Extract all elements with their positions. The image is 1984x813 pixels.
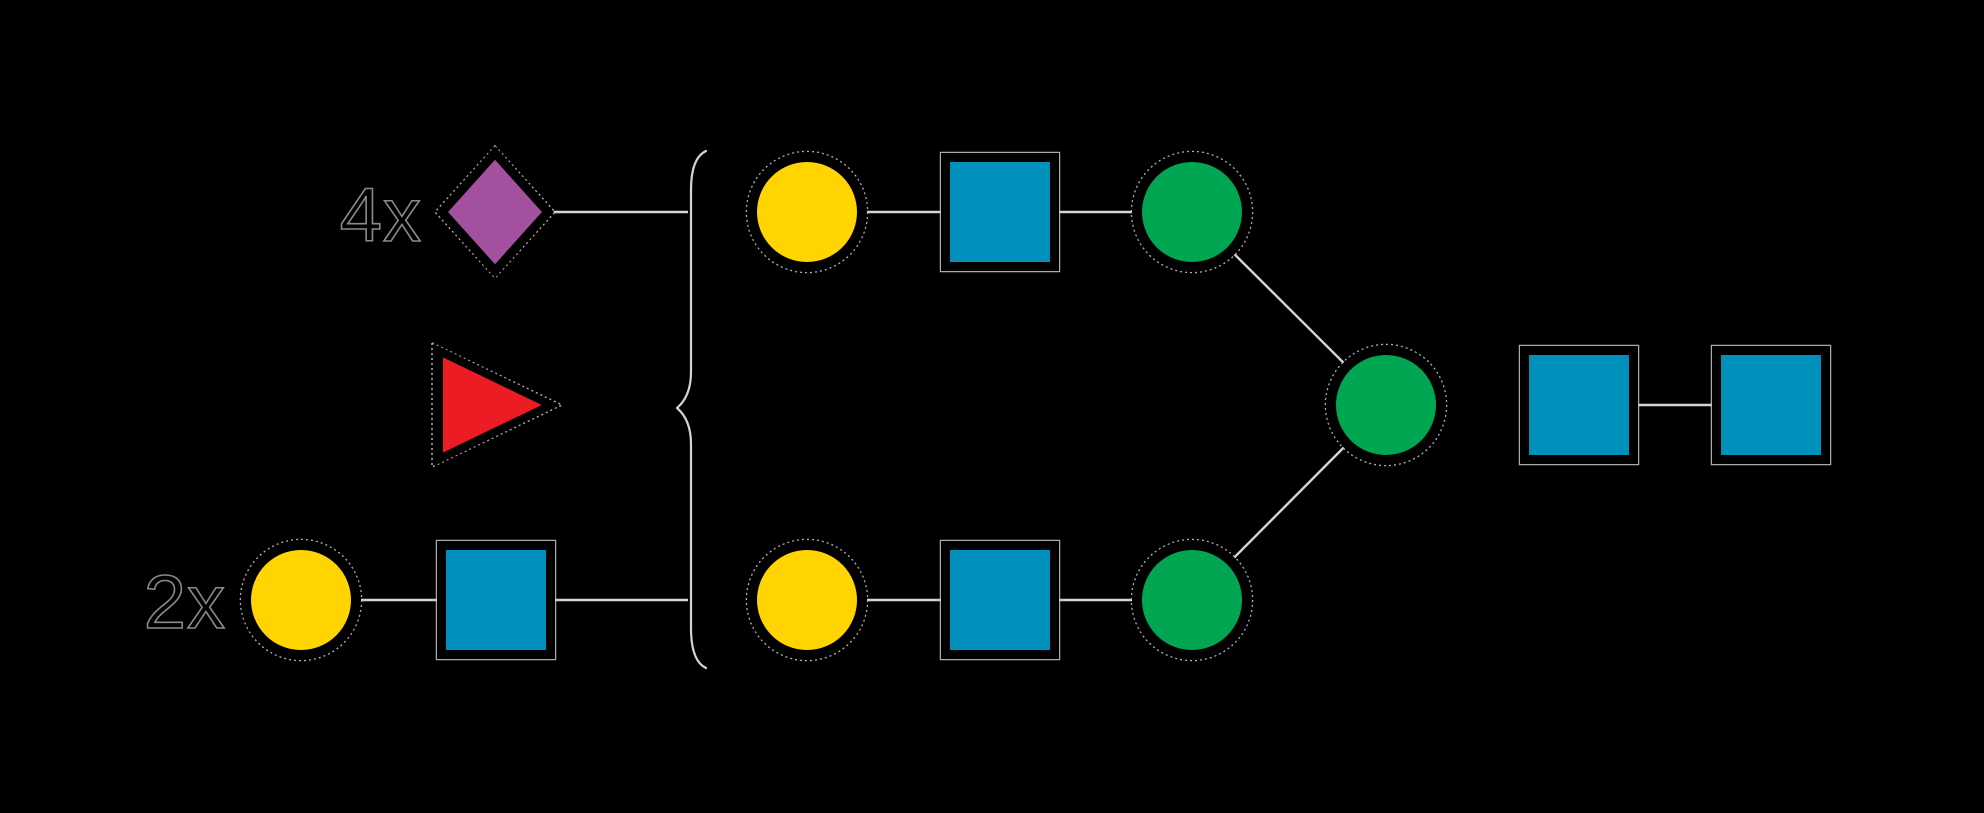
purple-diamond-icon bbox=[435, 146, 555, 278]
blue-square-icon bbox=[1712, 346, 1830, 464]
green-circle-halo bbox=[1130, 150, 1254, 274]
blue-square-halo bbox=[939, 151, 1061, 273]
multiplier-label-2x: 2x bbox=[144, 560, 226, 645]
yellow-circle-icon bbox=[747, 540, 867, 660]
blue-square-icon bbox=[941, 153, 1059, 271]
blue-square-halo bbox=[435, 539, 557, 661]
red-triangle-icon bbox=[435, 344, 561, 466]
multiplier-label-4x: 4x bbox=[340, 173, 422, 258]
curly-brace bbox=[675, 149, 708, 670]
blue-square-icon bbox=[437, 541, 555, 659]
bottom-branch bbox=[745, 538, 1254, 662]
blue-square-icon bbox=[1520, 346, 1638, 464]
blue-square-halo bbox=[1518, 344, 1640, 466]
left-item-lacnac-unit bbox=[239, 538, 557, 662]
yellow-circle-halo bbox=[745, 150, 869, 274]
green-circle-icon bbox=[1132, 152, 1252, 272]
yellow-circle-halo bbox=[239, 538, 363, 662]
green-circle-icon bbox=[1132, 540, 1252, 660]
multiplier-labels: 4x 2x bbox=[143, 172, 422, 646]
red-triangle-halo bbox=[431, 341, 564, 469]
top-branch bbox=[745, 150, 1254, 274]
green-circle-icon bbox=[1326, 345, 1446, 465]
yellow-circle-icon bbox=[747, 152, 867, 272]
blue-square-halo bbox=[1710, 344, 1832, 466]
left-item-purple-diamond bbox=[433, 144, 557, 280]
yellow-circle-halo bbox=[745, 538, 869, 662]
green-circle-halo bbox=[1324, 343, 1448, 467]
core-chain bbox=[1324, 343, 1832, 467]
left-item-red-triangle bbox=[431, 341, 564, 469]
green-circle-halo bbox=[1130, 538, 1254, 662]
blue-square-icon bbox=[941, 541, 1059, 659]
blue-square-halo bbox=[939, 539, 1061, 661]
yellow-circle-icon bbox=[241, 540, 361, 660]
